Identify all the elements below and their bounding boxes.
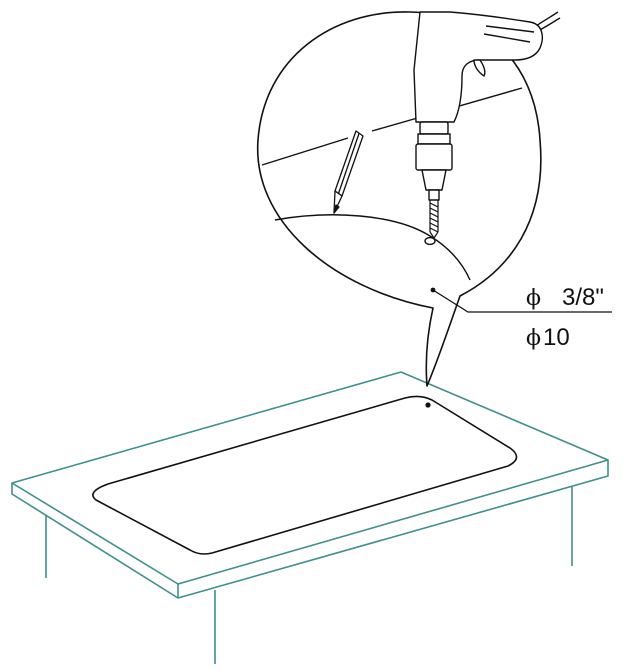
power-drill-icon bbox=[413, 11, 561, 201]
callout-bubble bbox=[257, 11, 542, 387]
drill-bit-icon bbox=[429, 200, 439, 240]
tabletop-front-edge bbox=[11, 460, 609, 599]
detail-callout bbox=[257, 11, 561, 387]
pilot-hole-marker bbox=[425, 402, 431, 408]
tabletop-surface bbox=[11, 371, 609, 585]
dimension-leader-line bbox=[432, 289, 612, 313]
cutout-outline bbox=[92, 395, 518, 555]
callout-counter-back-edge-left bbox=[261, 137, 349, 166]
diameter-symbol-metric: ϕ bbox=[526, 326, 541, 351]
drilled-hole-icon bbox=[424, 236, 436, 246]
diameter-symbol-imperial: ϕ bbox=[526, 286, 541, 311]
hole-size-annotation: ϕ 3/8" ϕ 10 bbox=[432, 284, 612, 351]
dimension-metric: 10 bbox=[543, 324, 570, 351]
pencil-icon bbox=[333, 130, 364, 214]
dimension-imperial: 3/8" bbox=[562, 284, 604, 311]
callout-counter-cutout-edge bbox=[274, 214, 471, 281]
table bbox=[11, 371, 609, 664]
